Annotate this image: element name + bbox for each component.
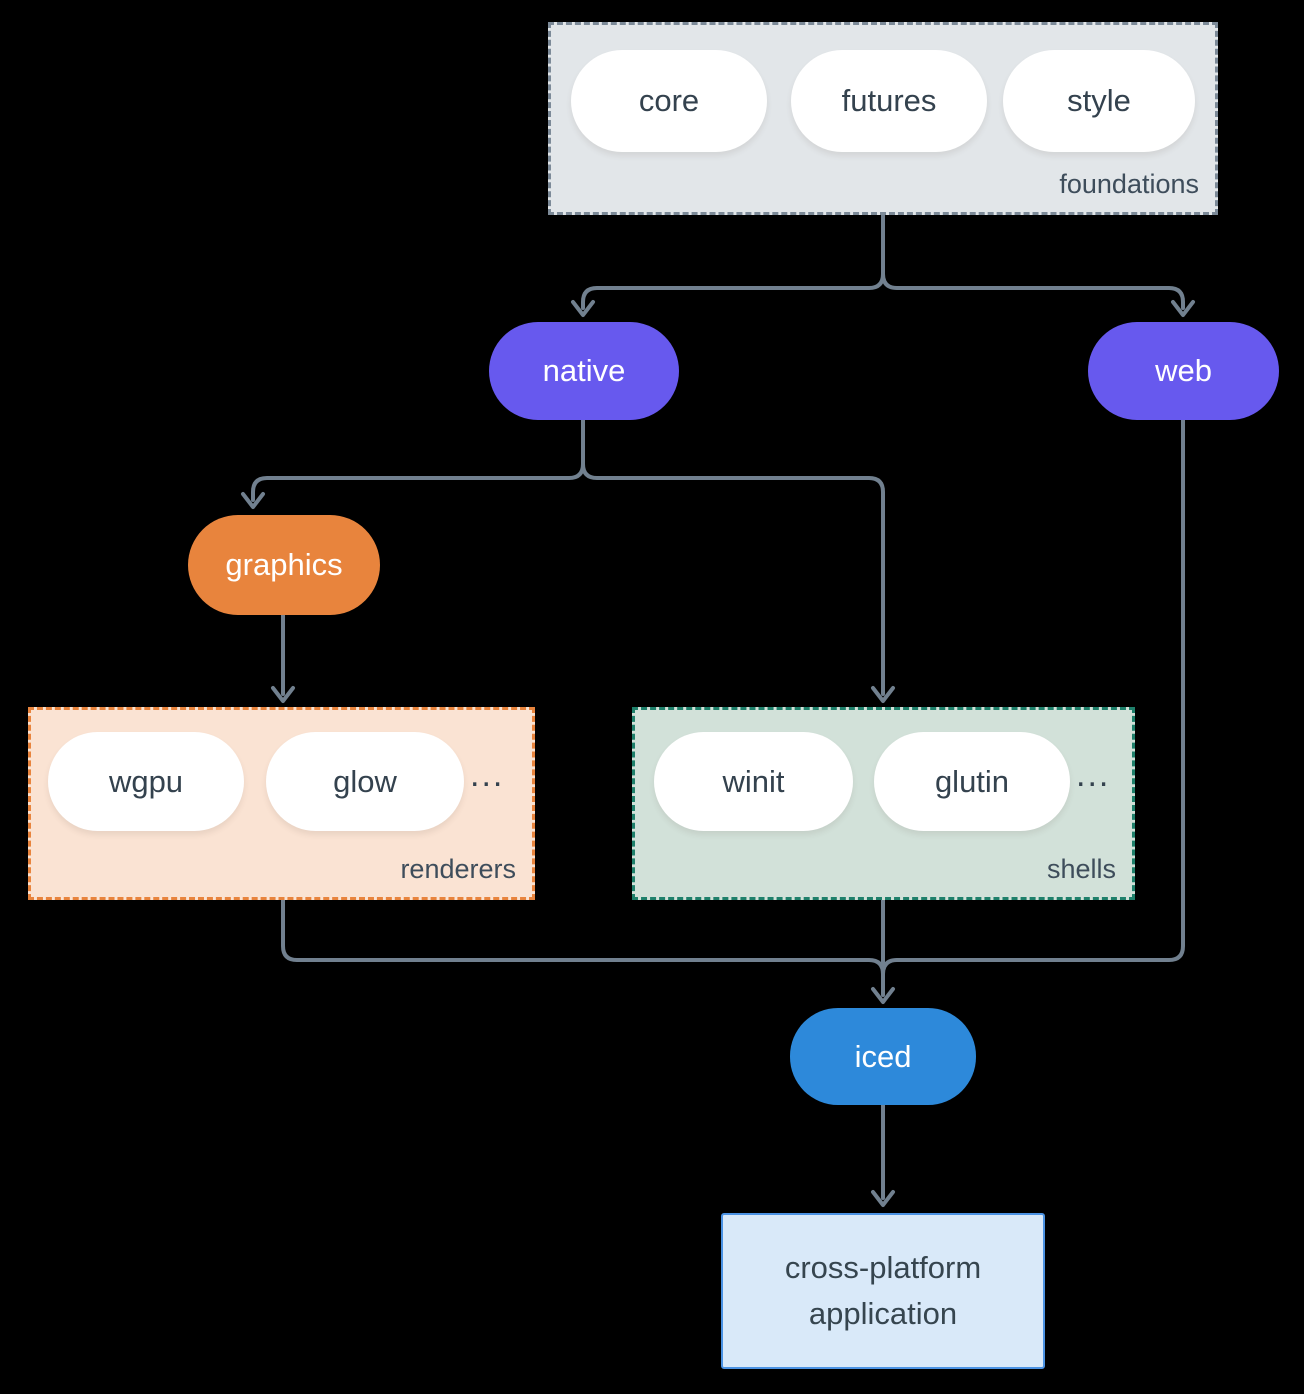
edge-foundations-to-web xyxy=(881,272,1185,310)
node-winit: winit xyxy=(654,732,853,831)
arrowhead-native xyxy=(571,300,595,317)
node-futures: futures xyxy=(791,50,987,152)
shells-ellipsis: ... xyxy=(1076,756,1111,794)
node-core: core xyxy=(571,50,767,152)
arrowhead-shells xyxy=(871,686,895,703)
group-label-shells: shells xyxy=(1046,854,1116,884)
group-label-renderers: renderers xyxy=(400,854,516,884)
edge-foundations-to-native xyxy=(581,213,885,310)
arrowhead-iced xyxy=(871,987,895,1004)
arrowhead-graphics xyxy=(241,492,265,509)
group-renderers: wgpu glow ... renderers xyxy=(28,707,535,900)
group-foundations: core futures style foundations xyxy=(548,22,1218,215)
group-label-foundations: foundations xyxy=(1059,169,1199,199)
arrowhead-application xyxy=(871,1190,895,1207)
node-style: style xyxy=(1003,50,1195,152)
node-wgpu: wgpu xyxy=(48,732,244,831)
group-shells: winit glutin ... shells xyxy=(632,707,1135,900)
edge-native-to-graphics xyxy=(251,418,585,502)
node-glow: glow xyxy=(266,732,464,831)
edge-renderers-to-iced xyxy=(281,898,885,976)
node-iced: iced xyxy=(790,1008,976,1105)
application-label: cross-platform application xyxy=(784,1249,982,1332)
node-graphics: graphics xyxy=(188,515,380,615)
arrowhead-renderers xyxy=(271,686,295,703)
edge-native-to-shells xyxy=(581,462,885,696)
arrowhead-web xyxy=(1171,300,1195,317)
node-native: native xyxy=(489,322,679,420)
node-cross-platform-application: cross-platform application xyxy=(721,1213,1045,1369)
renderers-ellipsis: ... xyxy=(470,756,505,794)
node-web: web xyxy=(1088,322,1279,420)
node-glutin: glutin xyxy=(874,732,1070,831)
